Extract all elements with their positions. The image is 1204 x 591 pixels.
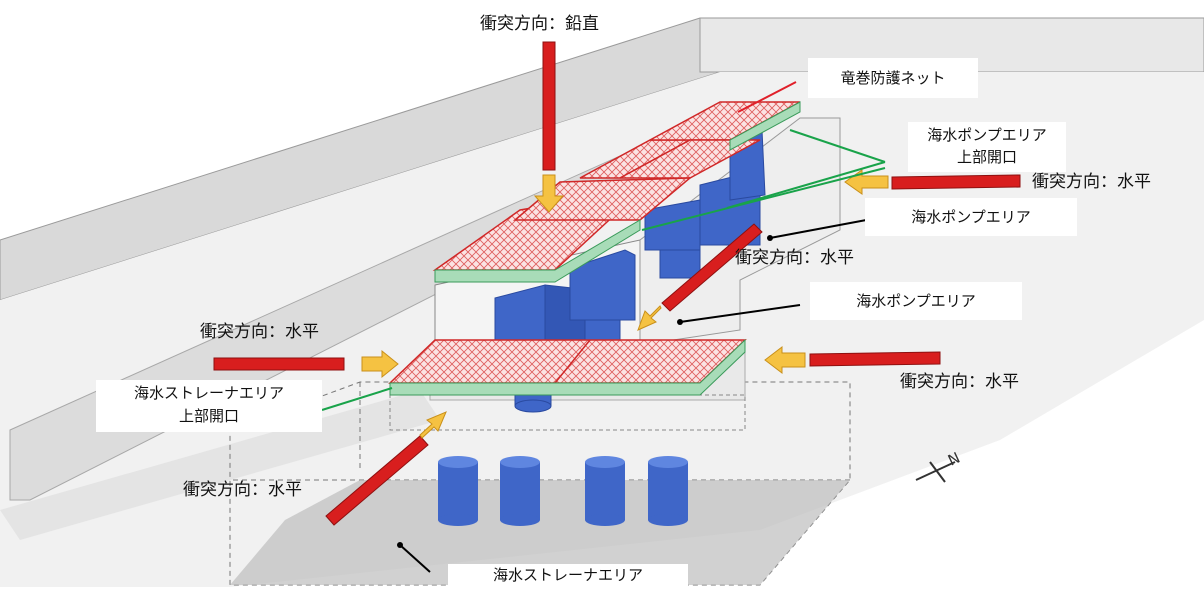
load-arrow-left [361, 349, 399, 379]
label-strainer-area-opening: 海水ストレーナエリア 上部開口 [96, 380, 322, 432]
north-arrow [915, 461, 956, 483]
label-impact-horizontal-right-top: 衝突方向：水平 [1032, 172, 1151, 192]
strainer-cylinders [438, 456, 688, 526]
label-impact-horizontal-right-low: 衝突方向：水平 [900, 372, 1019, 392]
load-arrow-middle [637, 305, 662, 331]
strainer-cylinder-2 [500, 456, 540, 526]
label-strainer-area: 海水ストレーナエリア [448, 564, 688, 586]
tornado-net-lower [388, 338, 747, 396]
label-pump-area-opening-line1: 海水ポンプエリア [927, 126, 1047, 144]
strainer-cylinder-4 [648, 456, 688, 526]
load-arrow-bottom [419, 411, 447, 439]
road-strip [0, 390, 440, 540]
label-strainer-area-opening-line1: 海水ストレーナエリア [133, 384, 284, 402]
impact-bar-vertical [542, 41, 556, 171]
label-strainer-area-opening-line2: 上部開口 [178, 407, 239, 425]
impact-bar-right-top [891, 174, 1021, 190]
impact-bar-middle [661, 223, 763, 312]
label-impact-horizontal-middle: 衝突方向：水平 [735, 248, 854, 268]
tornado-net-rear [579, 101, 801, 179]
leader-lines [321, 81, 886, 573]
tornado-net-upper [432, 177, 693, 283]
impact-bars [213, 41, 1021, 526]
label-impact-horizontal-bottom: 衝突方向：水平 [183, 480, 302, 500]
label-impact-horizontal-left: 衝突方向：水平 [200, 322, 319, 342]
strainer-cylinder-1 [438, 456, 478, 526]
strainer-cylinder-3 [585, 456, 625, 526]
strainer-floor [230, 480, 850, 585]
label-tornado-net: 竜巻防護ネット [808, 58, 978, 98]
load-arrow-right-low [764, 345, 806, 375]
label-pump-area-opening-line2: 上部開口 [956, 148, 1017, 166]
label-impact-vertical: 衝突方向：鉛直 [480, 14, 599, 34]
load-arrow-down [533, 174, 565, 213]
label-pump-area-upper: 海水ポンプエリア [865, 198, 1077, 236]
label-pump-area-lower: 海水ポンプエリア [810, 282, 1022, 320]
load-arrows [361, 169, 889, 439]
label-pump-area-opening: 海水ポンプエリア 上部開口 [908, 122, 1066, 172]
impact-bar-right-low [809, 351, 941, 367]
impact-bar-bottom [325, 435, 429, 526]
pump-blocks [494, 129, 766, 413]
impact-bar-left [213, 357, 345, 371]
